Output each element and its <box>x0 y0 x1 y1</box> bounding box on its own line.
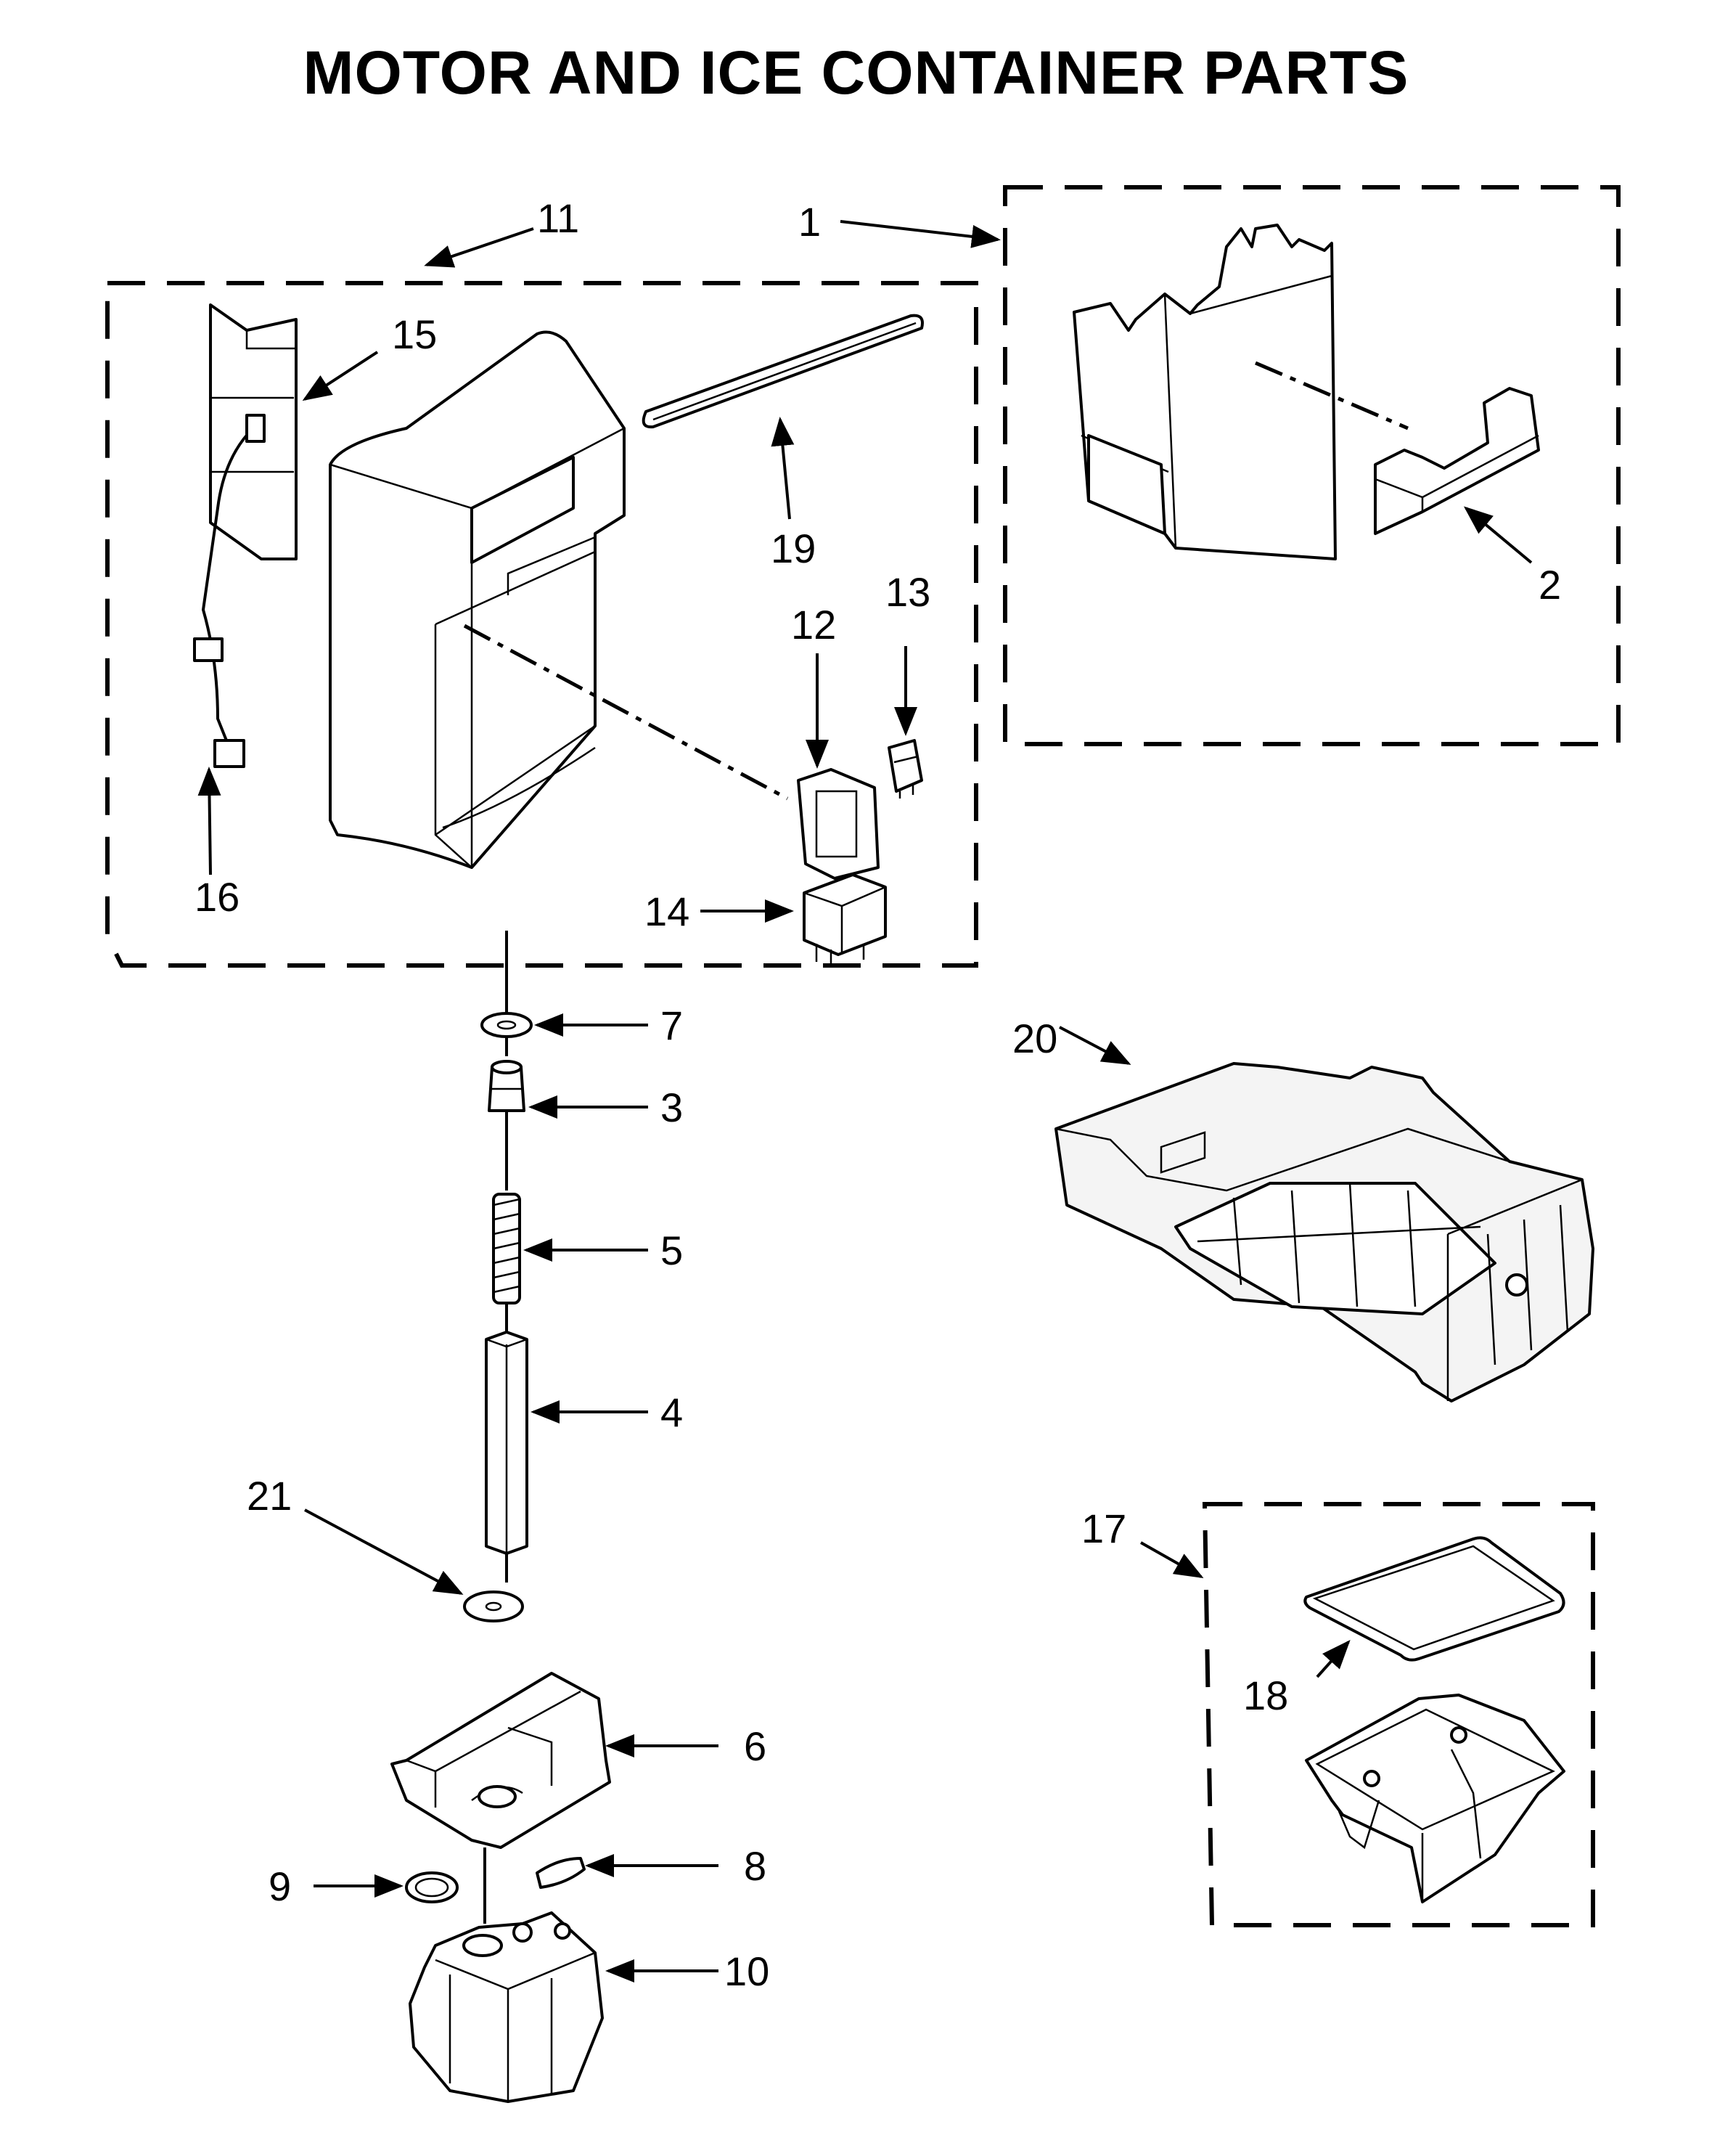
group-box-11 <box>105 281 978 968</box>
callout-18: 18 <box>1243 1673 1288 1718</box>
part-14-relay <box>803 873 887 965</box>
callout-14: 14 <box>644 889 689 934</box>
group-box-17 <box>1202 1502 1595 1927</box>
part-16-wire-harness <box>193 414 266 768</box>
part-13-switch <box>888 739 923 799</box>
leader-lines <box>197 220 1533 1983</box>
part-3-coupler <box>488 1060 525 1112</box>
part-8-pad <box>536 1857 586 1889</box>
callout-8: 8 <box>744 1843 766 1889</box>
callout-5: 5 <box>660 1228 683 1273</box>
diagram-title: MOTOR AND ICE CONTAINER PARTS <box>303 38 1409 107</box>
part-20-ice-maker <box>1054 1062 1594 1402</box>
part-9-ring <box>405 1871 459 1903</box>
callout-12: 12 <box>791 602 836 648</box>
alignment-line-2 <box>1255 361 1409 430</box>
part-12-bracket <box>797 768 880 880</box>
callout-19: 19 <box>771 526 816 571</box>
part-19-strip <box>642 314 924 429</box>
callout-3: 3 <box>660 1085 683 1130</box>
callout-4: 4 <box>660 1389 683 1435</box>
callout-20: 20 <box>1012 1016 1057 1061</box>
part-17-tray <box>1305 1694 1565 1903</box>
part-10-motor <box>409 1911 604 2103</box>
callout-7: 7 <box>660 1003 683 1048</box>
part-5-spring <box>492 1193 521 1304</box>
part-6-mount <box>390 1672 611 1849</box>
callout-11: 11 <box>537 195 579 241</box>
callout-labels: 11 1 15 19 2 12 13 16 14 7 3 20 5 4 21 1… <box>194 195 1561 1994</box>
part-21-washer <box>463 1591 524 1622</box>
callout-2: 2 <box>1539 562 1561 608</box>
dispenser-housing <box>329 330 626 869</box>
callout-21: 21 <box>247 1473 292 1519</box>
part-18-gasket <box>1303 1536 1565 1662</box>
alignment-line-12 <box>463 624 789 801</box>
callout-6: 6 <box>744 1723 766 1769</box>
callout-1: 1 <box>798 199 821 245</box>
part-2-bracket <box>1374 387 1540 535</box>
part-4-shaft <box>485 1331 528 1555</box>
group-box-1 <box>1003 185 1621 746</box>
callout-15: 15 <box>392 311 437 357</box>
ice-bucket <box>1073 224 1337 560</box>
part-7-washer <box>480 1012 533 1038</box>
callout-9: 9 <box>269 1863 291 1909</box>
callout-16: 16 <box>194 874 239 920</box>
callout-10: 10 <box>724 1948 769 1994</box>
callout-17: 17 <box>1081 1506 1126 1551</box>
callout-13: 13 <box>885 569 930 615</box>
